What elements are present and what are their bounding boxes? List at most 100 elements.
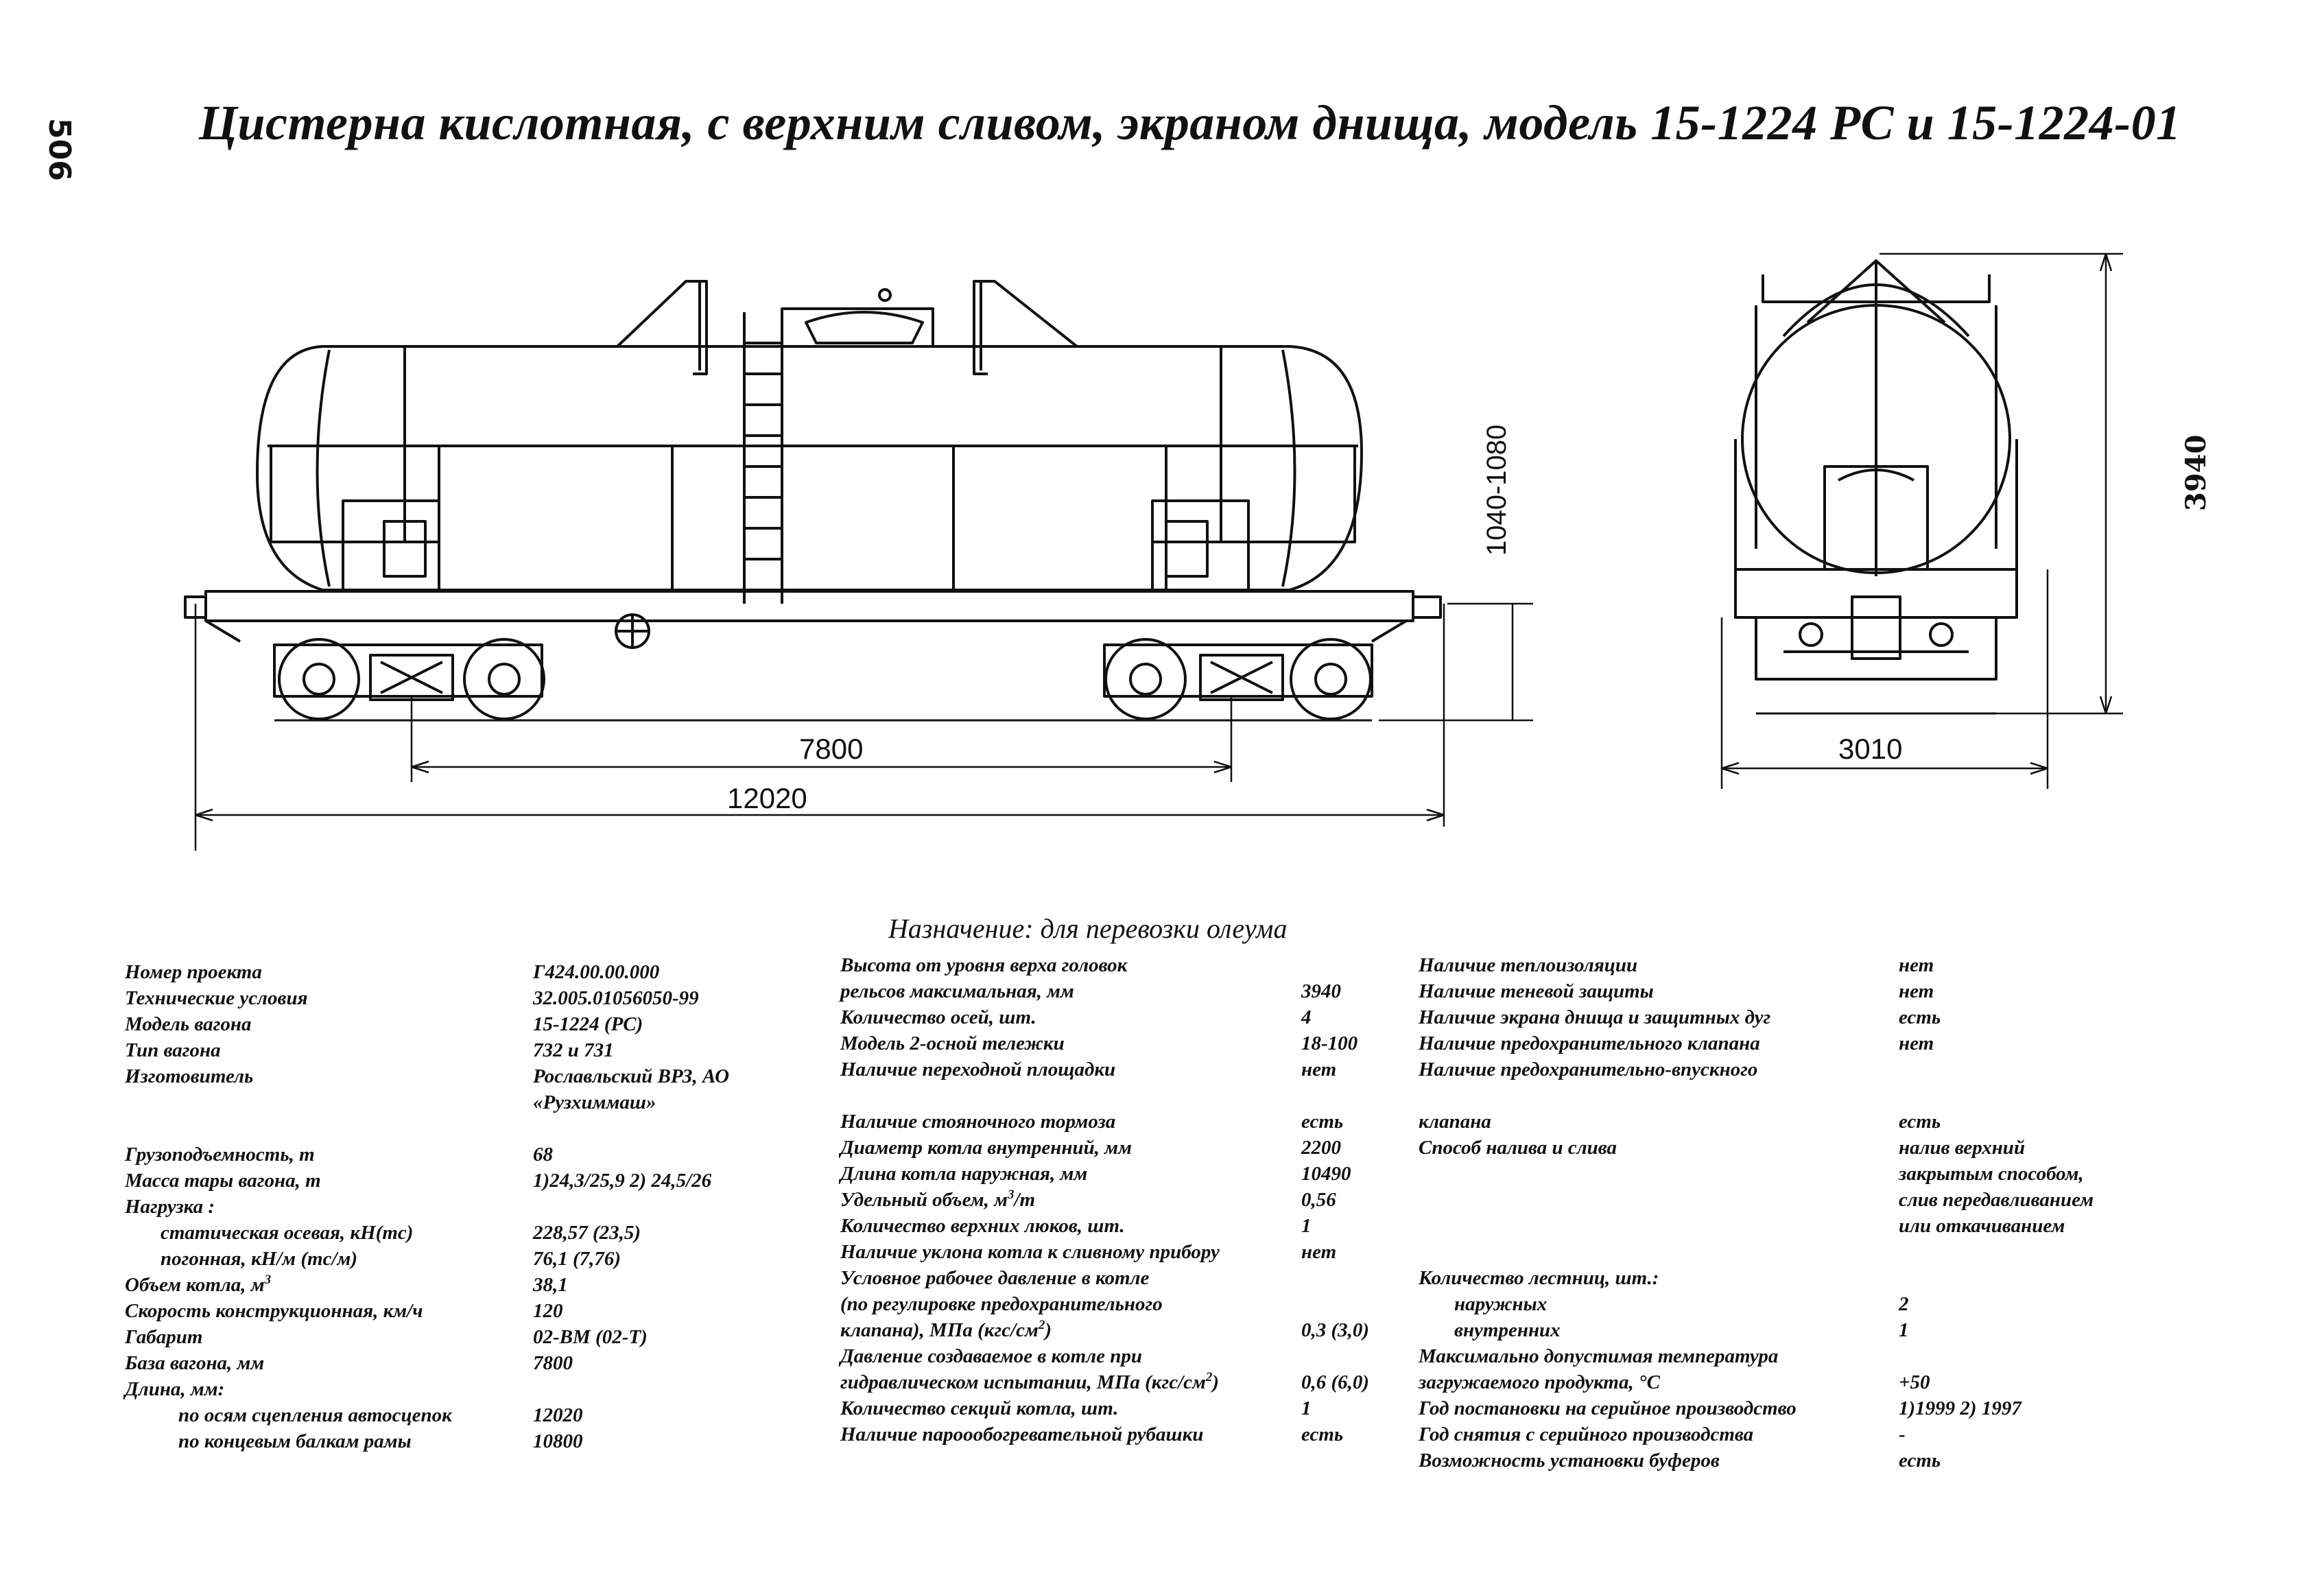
spec-value: есть [1899,1006,1941,1028]
spec-value: или откачиванием [1899,1215,2065,1237]
spec-label: клапана), МПа (кгс/см2) [840,1318,1052,1341]
spec-row: Наличие пароообогревательной рубашки есть [840,1421,1410,1448]
spec-row: Наличие предохранительно-впускного [1419,1056,2201,1083]
spec-value: есть [1301,1111,1344,1133]
spec-row: Наличие уклона котла к сливному прибору н… [840,1239,1410,1265]
spec-value: 10490 [1301,1163,1351,1185]
spec-row: Длина котла наружная, мм 10490 [840,1161,1410,1187]
spec-row: загружаемого продукта, °С+50 [1419,1369,2201,1395]
spec-label: Наличие пароообогревательной рубашки [840,1423,1204,1445]
height-dimension-label: 3940 [2180,434,2212,511]
spec-label: Нагрузка : [125,1196,215,1218]
spec-value: 0,6 (6,0) [1301,1371,1370,1393]
width-dimension-label: 3010 [1838,733,1903,765]
side-view [184,280,1442,722]
end-dimensions [1720,252,2123,789]
spec-label: Количество верхних люков, шт. [840,1215,1125,1237]
spec-label: Наличие уклона котла к сливному прибору [840,1241,1220,1263]
spec-value: 1 [1301,1397,1312,1419]
spec-value: 38,1 [533,1274,568,1296]
spec-row: Нагрузка : [125,1194,811,1220]
spec-row: Количество секций котла, шт. 1 [840,1395,1410,1421]
spec-value: нет [1899,1032,1934,1054]
spec-label: Год снятия с серийного производства [1419,1423,1754,1445]
spec-label: Наличие предохранительно-впускного [1419,1059,1758,1080]
spec-row: Условное рабочее давление в котле [840,1265,1410,1291]
spec-value: 3940 [1301,980,1341,1002]
spec-row: слив передавливанием [1419,1187,2201,1213]
purpose-heading: Назначение: для перевозки олеума [888,913,1288,944]
spec-value: 02-ВМ (02-Т) [533,1326,648,1348]
spec-value: 32.005.01056050-99 [533,987,699,1009]
spec-row: Наличие стояночного тормоза есть [840,1109,1410,1135]
spec-label: Высота от уровня верха головок [840,954,1128,976]
spec-value: - [1899,1423,1906,1445]
spec-value: нет [1301,1059,1337,1080]
spec-label: Грузоподъемность, т [125,1144,315,1166]
spec-value: 228,57 (23,5) [533,1222,641,1244]
spec-label: внутренних [1454,1319,1561,1341]
spec-row [125,1115,811,1142]
spec-row: по осям сцепления автосцепок 12020 [125,1402,811,1428]
spec-label: Наличие стояночного тормоза [840,1111,1116,1133]
spec-row: Количество лестниц, шт.: [1419,1265,2201,1291]
spec-value: нет [1301,1241,1337,1263]
spec-label: погонная, кН/м (тс/м) [161,1248,358,1270]
spec-value: «Рузхиммаш» [533,1091,656,1113]
spec-label: Способ налива и слива [1419,1137,1617,1159]
spec-label: Технические условия [125,987,308,1009]
spec-row: «Рузхиммаш» [125,1089,811,1115]
spec-row: закрытым способом, [1419,1161,2201,1187]
spec-label: по осям сцепления автосцепок [178,1404,452,1426]
spec-label: Диаметр котла внутренний, мм [840,1137,1132,1159]
spec-label: Длина котла наружная, мм [840,1163,1088,1185]
spec-row: Количество осей, шт.4 [840,1004,1410,1030]
spec-value: 12020 [533,1404,583,1426]
spec-label: Условное рабочее давление в котле [840,1267,1150,1289]
spec-value: +50 [1899,1371,1930,1393]
spec-label: Количество секций котла, шт. [840,1397,1119,1419]
spec-label: гидравлическом испытании, МПа (кгс/см2) [840,1370,1220,1393]
spec-label: Тип вагона [125,1039,221,1061]
spec-value: есть [1301,1423,1344,1445]
spec-row: Высота от уровня верха головок [840,952,1410,978]
spec-row: погонная, кН/м (тс/м)76,1 (7,76) [125,1246,811,1272]
page-title: Цистерна кислотная, с верхним сливом, эк… [199,95,2181,150]
spec-label: Возможность установки буферов [1419,1450,1720,1472]
spec-row: (по регулировке предохранительного [840,1291,1410,1317]
spec-row: рельсов максимальная, мм 3940 [840,978,1410,1004]
spec-row [1419,1239,2201,1265]
spec-row [1419,1083,2201,1109]
spec-label: по концевым балкам рамы [178,1430,412,1452]
spec-label: Габарит [125,1326,203,1348]
spec-value: 15-1224 (РС) [533,1013,643,1035]
spec-label: База вагона, мм [125,1352,265,1374]
spec-label: рельсов максимальная, мм [840,980,1074,1002]
spec-value: 4 [1301,1006,1312,1028]
spec-value: есть [1899,1111,1941,1133]
spec-label: Давление создаваемое в котле при [840,1345,1142,1367]
spec-label: Максимально допустимая температура [1419,1345,1779,1367]
spec-label: наружных [1454,1293,1548,1315]
spec-label: Количество лестниц, шт.: [1419,1267,1659,1289]
spec-row: Давление создаваемое в котле при [840,1343,1410,1369]
spec-row: клапана), МПа (кгс/см2)0,3 (3,0) [840,1317,1410,1343]
spec-row: Год снятия с серийного производства - [1419,1421,2201,1448]
